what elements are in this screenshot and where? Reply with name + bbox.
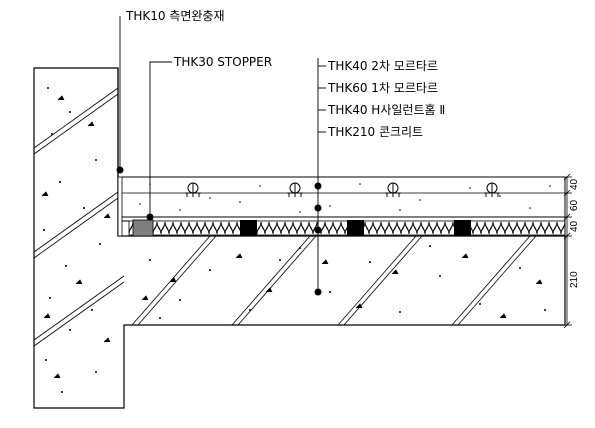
- wall-hatch: [33, 87, 125, 347]
- dim-210: 210: [569, 271, 580, 288]
- mortar-speckle: [139, 183, 551, 213]
- label-insulation: THK40 H사일런트홈 Ⅱ: [327, 103, 445, 117]
- slab-hatch: [131, 235, 537, 326]
- dimension-line: [563, 173, 572, 329]
- dim-40-top: 40: [569, 178, 580, 190]
- dim-40-bottom: 40: [569, 220, 580, 232]
- label-side-cushion: THK10 측면완충재: [125, 9, 225, 23]
- concrete-structure: [33, 67, 566, 409]
- stopper: [132, 219, 154, 237]
- dimension-labels: 40 60 40 210: [569, 178, 580, 288]
- leader-lines: [119, 16, 326, 294]
- heating-pipe-icon: [185, 182, 500, 197]
- label-stopper: THK30 STOPPER: [173, 55, 272, 69]
- label-mortar-2: THK40 2차 모르타르: [327, 59, 438, 73]
- label-mortar-1: THK60 1차 모르타르: [327, 81, 438, 95]
- side-cushion: [117, 176, 123, 237]
- label-concrete: THK210 콘크리트: [327, 125, 423, 139]
- layer-labels: THK10 측면완충재 THK30 STOPPER THK40 2차 모르타르 …: [125, 9, 445, 139]
- concrete-aggregate: [43, 87, 546, 393]
- isolator-block: [454, 220, 471, 236]
- isolator-block: [347, 220, 364, 236]
- leader-dot-icon: [116, 166, 322, 296]
- insulation-layer: [128, 220, 566, 236]
- dim-60: 60: [569, 199, 580, 211]
- concrete-aggregate-ticks: [41, 95, 543, 379]
- isolator-block: [240, 220, 257, 236]
